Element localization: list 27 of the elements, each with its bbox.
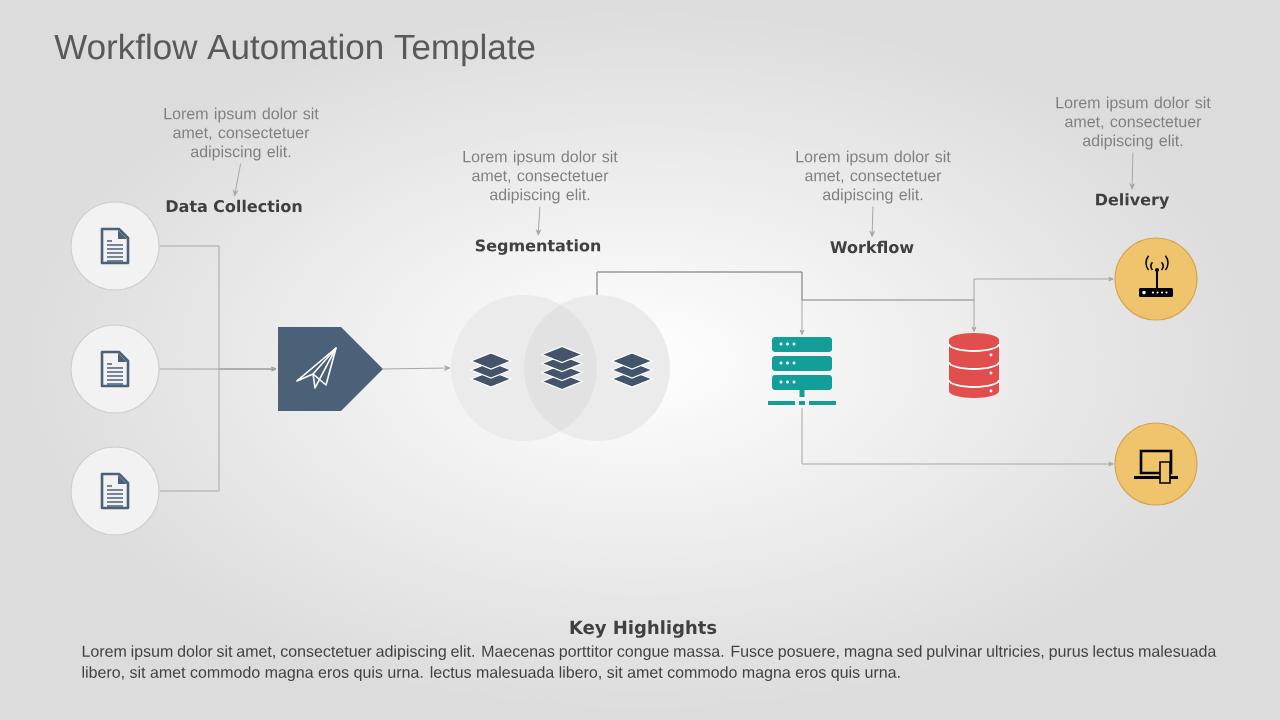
server-icon [768, 337, 836, 405]
arrow [233, 163, 242, 196]
arrow [801, 407, 1114, 467]
step-heading: Data Collection [166, 199, 302, 213]
body-paragraph: Lorem ipsum dolor sit amet, consectetuer adipiscing elit. Maecenas porttitor congue massa. Fusce posuere, magna sed pulvinar ultricies, purus lectus malesuada libero, sit amet commodo magna eros quis urna. lectus malesuada libero, sit amet commodo magna eros quis urna. [82, 645, 1217, 682]
section-heading: Key Highlights [570, 620, 717, 638]
description-text: Lorem ipsum dolor sit amet, consectetuer adipiscing elit. [463, 150, 618, 204]
arrow [1129, 152, 1135, 190]
step-heading: Workflow [830, 240, 914, 254]
title: Workflow Automation Template [54, 33, 535, 67]
arrow [159, 366, 277, 492]
description-text: Lorem ipsum dolor sit amet, consectetuer adipiscing elit. [796, 150, 951, 204]
icon-circle [1114, 237, 1198, 321]
icon-circle [70, 446, 160, 536]
arrow [596, 271, 1114, 301]
arrow [869, 206, 875, 237]
arrow [382, 365, 451, 371]
icon-circle [70, 201, 160, 291]
database-icon [948, 333, 1000, 398]
description-text: Lorem ipsum dolor sit amet, consectetuer adipiscing elit. [1056, 96, 1211, 150]
icon-circle [1114, 422, 1198, 506]
description-text: Lorem ipsum dolor sit amet, consectetuer adipiscing elit. [164, 107, 319, 161]
arrow [536, 206, 541, 236]
step-heading: Delivery [1096, 193, 1170, 209]
step-heading: Segmentation [475, 239, 601, 255]
icon-circle [70, 324, 160, 414]
pentagon-arrow [278, 327, 383, 411]
